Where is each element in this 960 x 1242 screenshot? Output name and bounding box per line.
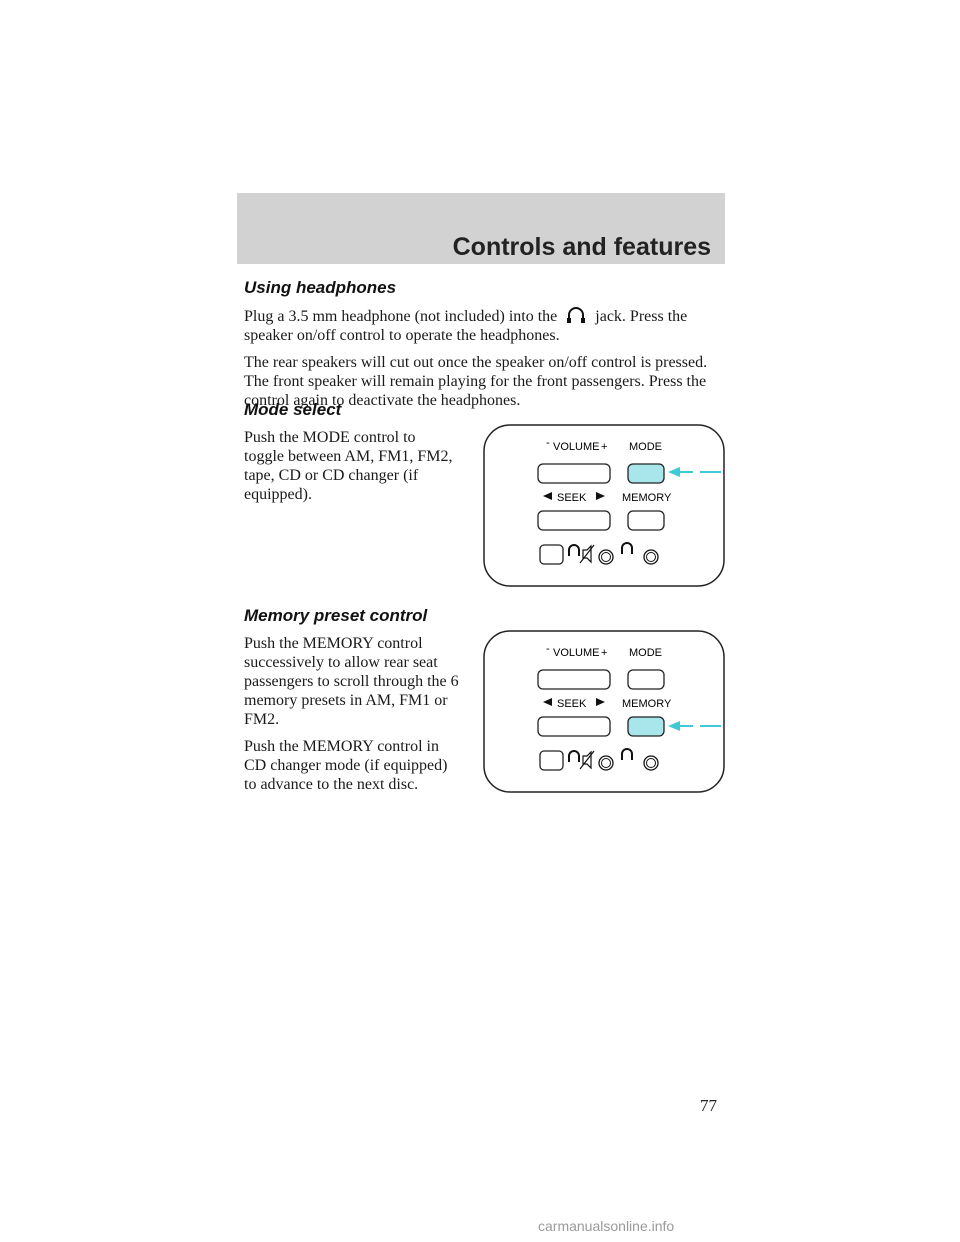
mode-button[interactable] [627, 669, 665, 690]
seek-left-icon [543, 492, 552, 500]
headphone-jack-2[interactable] [643, 755, 659, 771]
seek-label: SEEK [557, 492, 587, 504]
memory-label: MEMORY [622, 492, 672, 504]
page-title: Controls and features [452, 233, 711, 261]
volume-plus-label: + [601, 647, 607, 659]
mode-select-section: Mode select Push the MODE control to tog… [244, 400, 728, 512]
memory-preset-heading: Memory preset control [244, 606, 428, 625]
seek-label: SEEK [557, 698, 587, 710]
volume-label: VOLUME [553, 441, 599, 453]
headphone-icon [563, 306, 589, 324]
seek-button[interactable] [537, 510, 611, 531]
volume-button[interactable] [537, 669, 611, 690]
mode-button[interactable] [627, 463, 665, 484]
volume-button[interactable] [537, 463, 611, 484]
headphone-icon [568, 750, 580, 762]
headphones-section: Using headphones Plug a 3.5 mm headphone… [244, 278, 728, 418]
memory-button[interactable] [627, 510, 665, 531]
headphone-jack-1[interactable] [598, 549, 614, 565]
seek-button[interactable] [537, 716, 611, 737]
seek-right-icon [596, 492, 605, 500]
speaker-icon [582, 544, 592, 564]
page-number: 77 [700, 1096, 717, 1115]
memory-label: MEMORY [622, 698, 672, 710]
headphone-icon [621, 542, 633, 554]
memory-preset-section: Memory preset control Push the MEMORY co… [244, 606, 728, 802]
mode-pointer-arrow [668, 467, 680, 477]
volume-minus-label: - [546, 437, 550, 449]
headphones-paragraph-2: The rear speakers will cut out once the … [244, 354, 708, 409]
seek-right-icon [596, 698, 605, 706]
mode-select-paragraph: Push the MODE control to toggle between … [244, 429, 453, 503]
speaker-toggle-button[interactable] [539, 750, 564, 771]
headphones-heading: Using headphones [244, 278, 397, 297]
mode-label: MODE [629, 647, 662, 659]
memory-preset-paragraph-2: Push the MEMORY control in CD changer mo… [244, 738, 448, 793]
memory-pointer-arrow [668, 721, 680, 731]
memory-preset-paragraph-1: Push the MEMORY control successively to … [244, 635, 459, 728]
speaker-toggle-button[interactable] [539, 544, 564, 565]
speaker-icon [582, 750, 592, 770]
header-band: Controls and features [237, 193, 725, 264]
headphones-paragraph-1: Plug a 3.5 mm headphone (not included) i… [244, 306, 688, 344]
mode-label: MODE [629, 441, 662, 453]
headphone-icon [568, 544, 580, 556]
rear-control-panel-memory: - VOLUME + MODE SEEK MEMORY [483, 630, 728, 800]
volume-plus-label: + [601, 441, 607, 453]
mode-select-heading: Mode select [244, 400, 342, 419]
headphone-icon [621, 748, 633, 760]
volume-label: VOLUME [553, 647, 599, 659]
rear-control-panel-mode: - VOLUME + MODE SEEK MEMORY [483, 424, 728, 594]
watermark[interactable]: carmanualsonline.info [538, 1218, 675, 1234]
volume-minus-label: - [546, 643, 550, 655]
seek-left-icon [543, 698, 552, 706]
headphone-jack-1[interactable] [598, 755, 614, 771]
headphone-jack-2[interactable] [643, 549, 659, 565]
memory-button[interactable] [627, 716, 665, 737]
